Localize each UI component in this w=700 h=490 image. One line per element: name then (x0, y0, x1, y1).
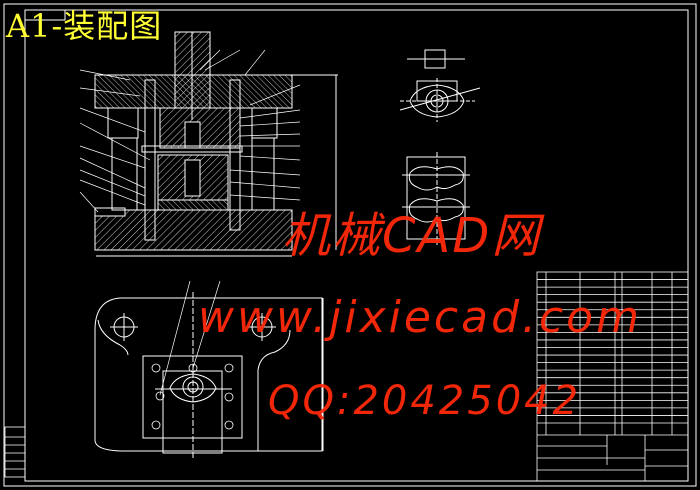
title-tab (25, 10, 66, 21)
watermark-url: www.jixiecad.com (198, 292, 642, 343)
inner-border (24, 9, 689, 482)
leader-lines (79, 49, 301, 213)
drawing-title: A1-装配图 (6, 7, 163, 45)
strip-layout-view (402, 152, 470, 245)
watermark-qq: QQ:20425042 (268, 378, 582, 424)
watermark-site-name: 机械CAD网 (282, 208, 542, 264)
plan-view (94, 280, 324, 460)
part-top-view (399, 49, 481, 122)
left-stamp-box (4, 426, 26, 478)
section-view (94, 31, 338, 257)
outer-border (3, 3, 697, 487)
parts-list-table (536, 271, 689, 482)
